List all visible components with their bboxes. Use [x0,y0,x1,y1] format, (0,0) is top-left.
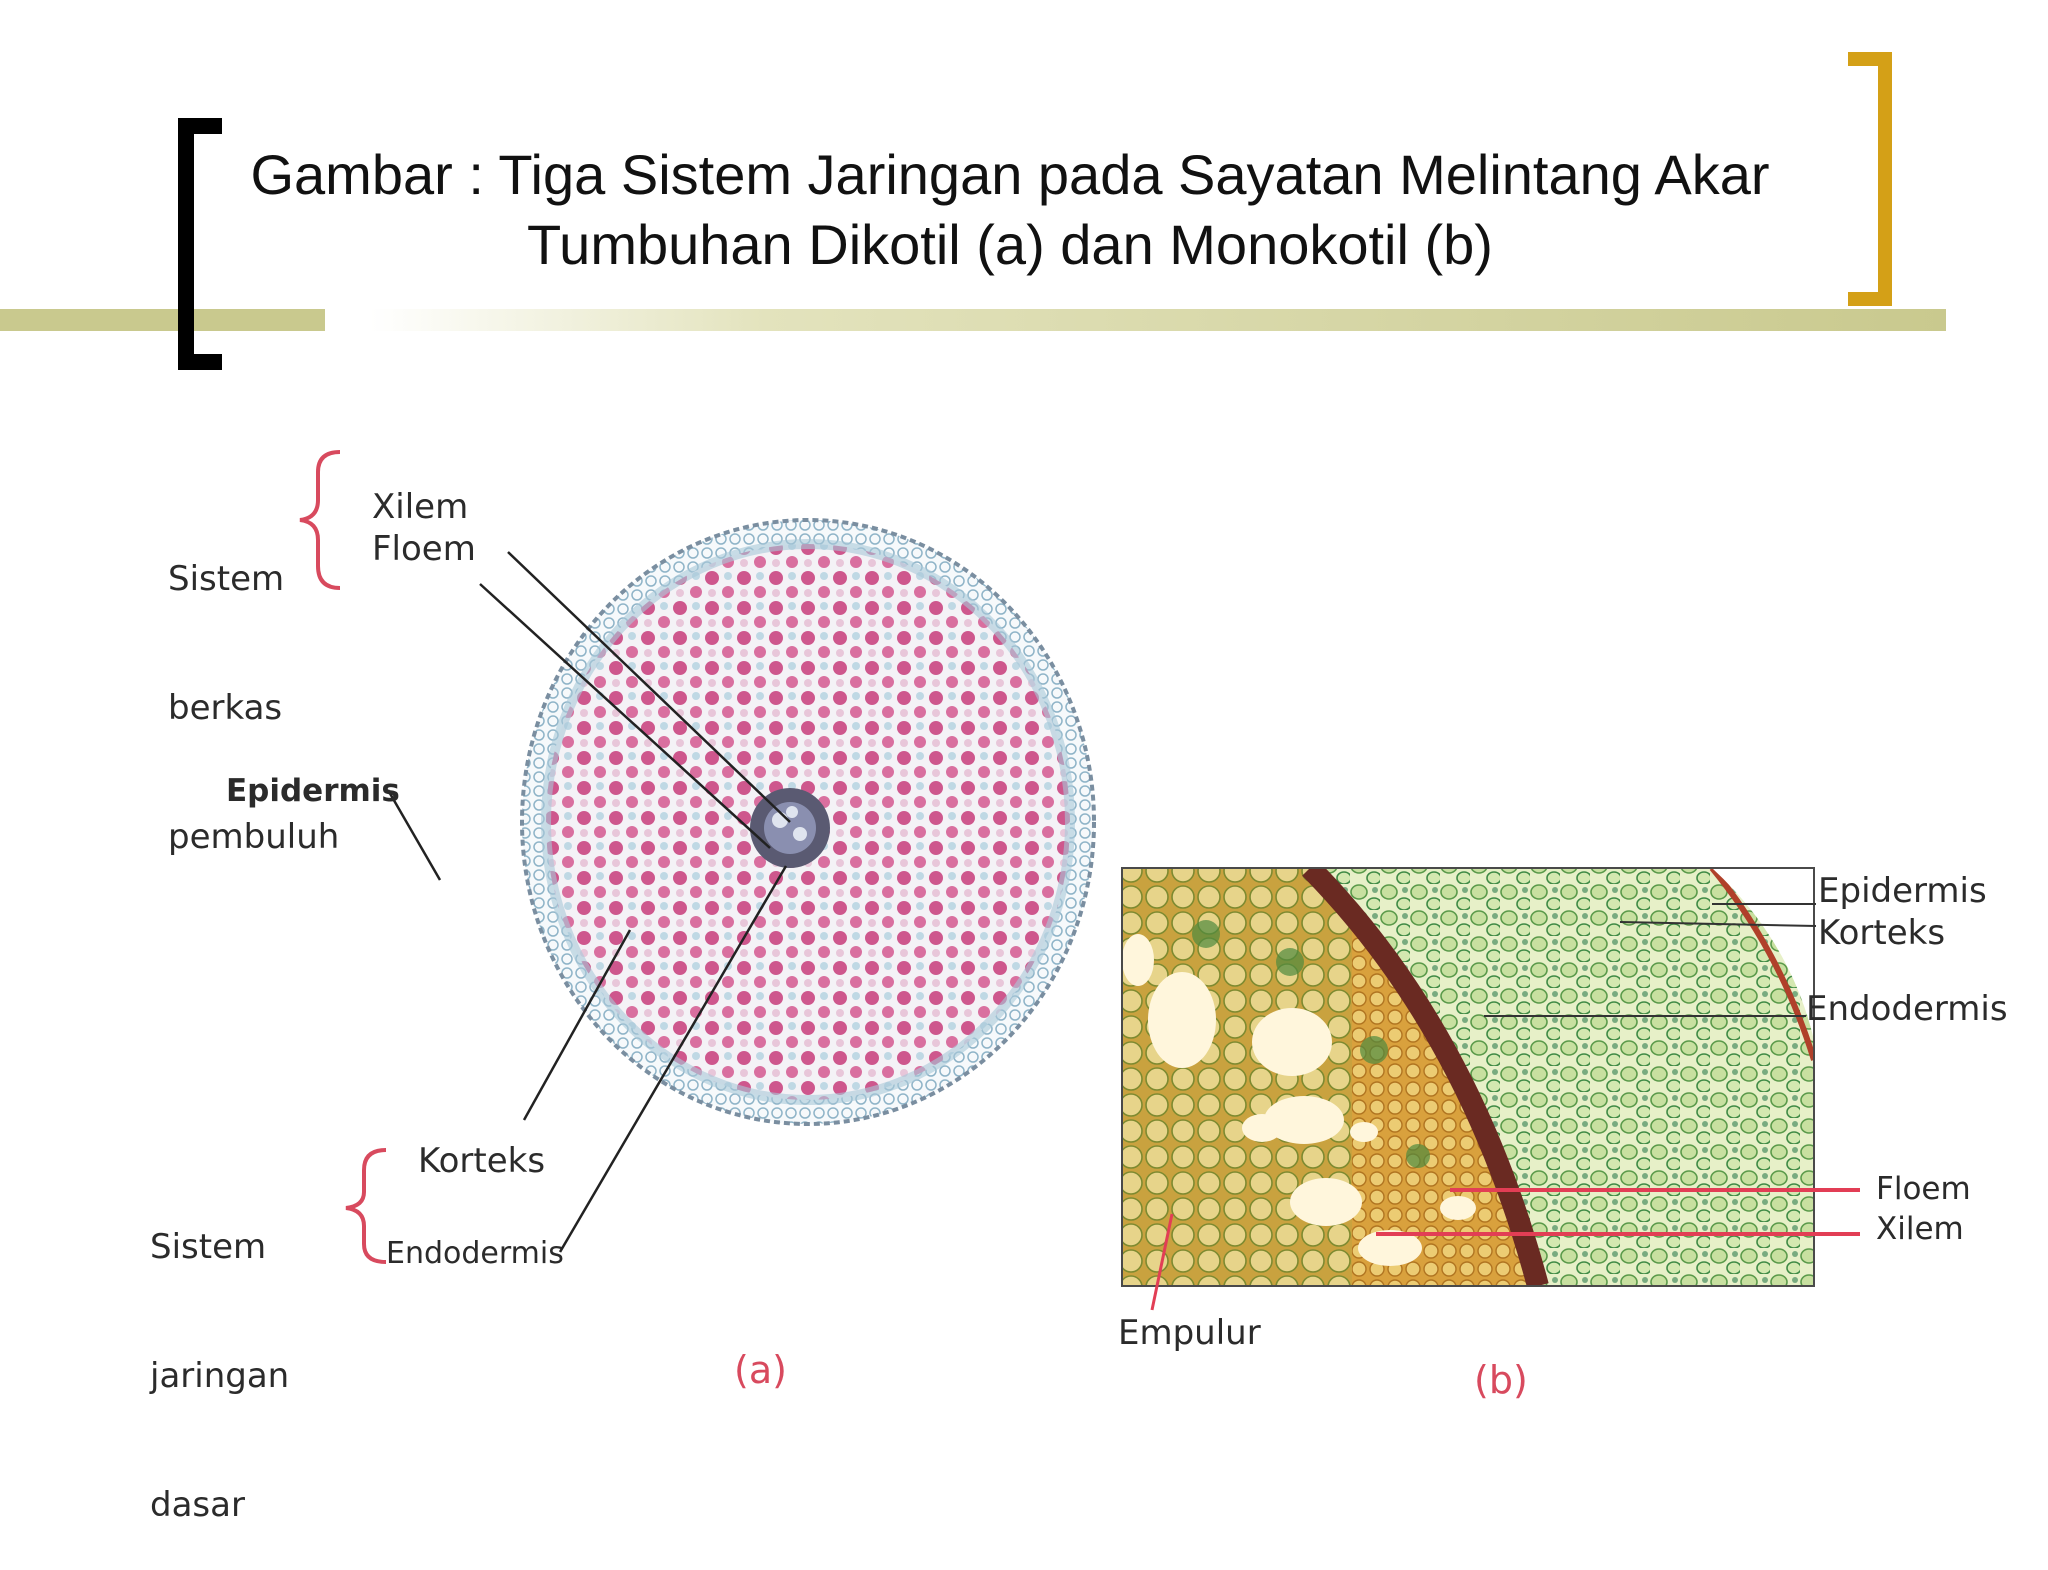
leader-floem-a [479,583,771,849]
label-epidermis-b: Epidermis [1818,871,1987,911]
label-korteks-b: Korteks [1818,913,1946,953]
label-xilem-b: Xilem [1876,1211,1964,1247]
dicot-root-cross-section [520,518,1096,1126]
caption-b: (b) [1474,1358,1528,1402]
diagram-canvas [299,450,1860,1311]
label-floem-a: Floem [372,529,476,569]
label-endodermis-b: Endodermis [1806,989,2008,1029]
leader-endodermis-a [558,865,788,1253]
leader-korteks-a [522,929,632,1121]
leader-korteks-b [1619,921,1817,927]
slide-title-line2: Tumbuhan Dikotil (a) dan Monokotil (b) [527,213,1493,276]
monocot-root-section [1122,868,1814,1286]
brace-vascular-system [299,450,341,590]
leader-empulur-b [1150,1213,1174,1311]
left-bracket [178,118,222,370]
label-epidermis-a: Epidermis [226,773,400,809]
label-ground-line3: dasar [150,1485,245,1525]
label-korteks-a: Korteks [418,1141,546,1181]
brace-ground-system [345,1148,387,1264]
label-floem-b: Floem [1876,1171,1971,1207]
slide-title: Gambar : Tiga Sistem Jaringan pada Sayat… [200,140,1820,280]
label-ground-line2: jaringan [150,1356,290,1396]
caption-a: (a) [734,1348,787,1392]
label-vascular-line1: Sistem [168,559,285,599]
label-sistem-jaringan-dasar: Sistem jaringan dasar [150,1140,289,1570]
header-bar-right [370,309,1946,331]
header-bar-left [0,309,325,331]
label-xilem-a: Xilem [372,487,469,527]
label-ground-line1: Sistem [150,1227,267,1267]
label-endodermis-a: Endodermis [386,1236,564,1271]
label-vascular-line3: pembuluh [168,817,340,857]
slide-title-line1: Gambar : Tiga Sistem Jaringan pada Sayat… [250,143,1770,206]
leader-xilem-a [507,551,791,823]
label-vascular-line2: berkas [168,688,283,728]
label-sistem-berkas-pembuluh: Sistem berkas pembuluh [168,472,339,902]
right-bracket [1848,52,1892,306]
leader-epidermis-a [386,789,442,881]
label-empulur-b: Empulur [1118,1313,1261,1353]
monocot-section-border [1121,867,1815,1287]
